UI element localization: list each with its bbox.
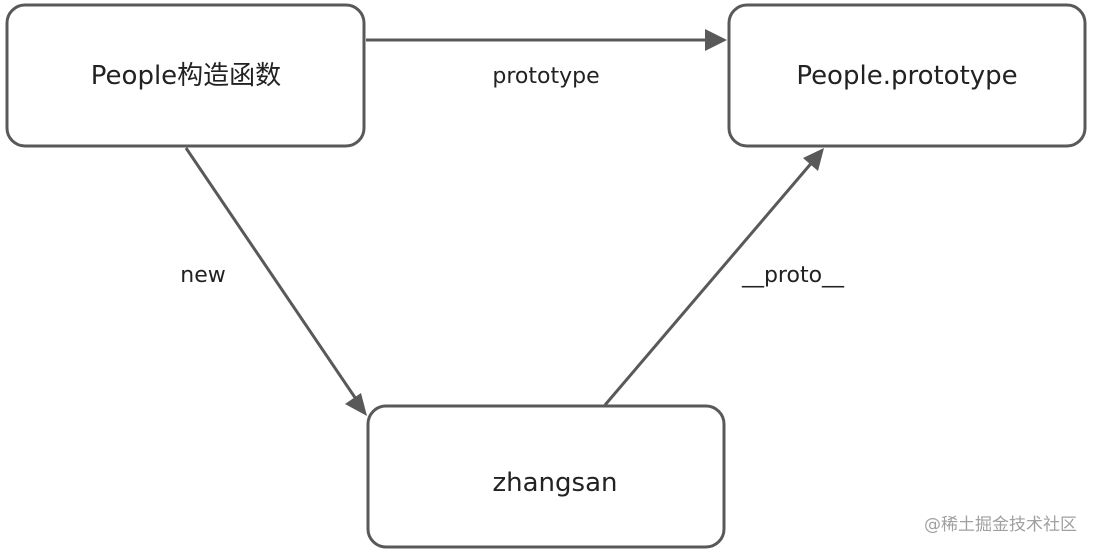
node-people-constructor: People构造函数 xyxy=(5,3,366,148)
watermark-text: @稀土掘金技术社区 xyxy=(924,515,1077,535)
edge-new xyxy=(184,147,367,416)
node-label-people-constructor: People构造函数 xyxy=(91,61,281,91)
edge-proto xyxy=(603,148,824,406)
arrowhead-prototype xyxy=(705,29,727,51)
arrowhead-new xyxy=(345,393,367,416)
node-people-prototype: People.prototype xyxy=(727,3,1087,148)
node-zhangsan: zhangsan xyxy=(366,404,726,549)
node-label-zhangsan: zhangsan xyxy=(493,468,618,498)
edge-label-new: new xyxy=(180,263,225,288)
node-label-people-prototype: People.prototype xyxy=(796,61,1017,91)
edge-label-prototype: prototype xyxy=(492,64,599,89)
edge-label-proto: __proto__ xyxy=(741,263,845,288)
edge-prototype xyxy=(366,29,727,51)
arrowhead-proto xyxy=(803,148,824,171)
